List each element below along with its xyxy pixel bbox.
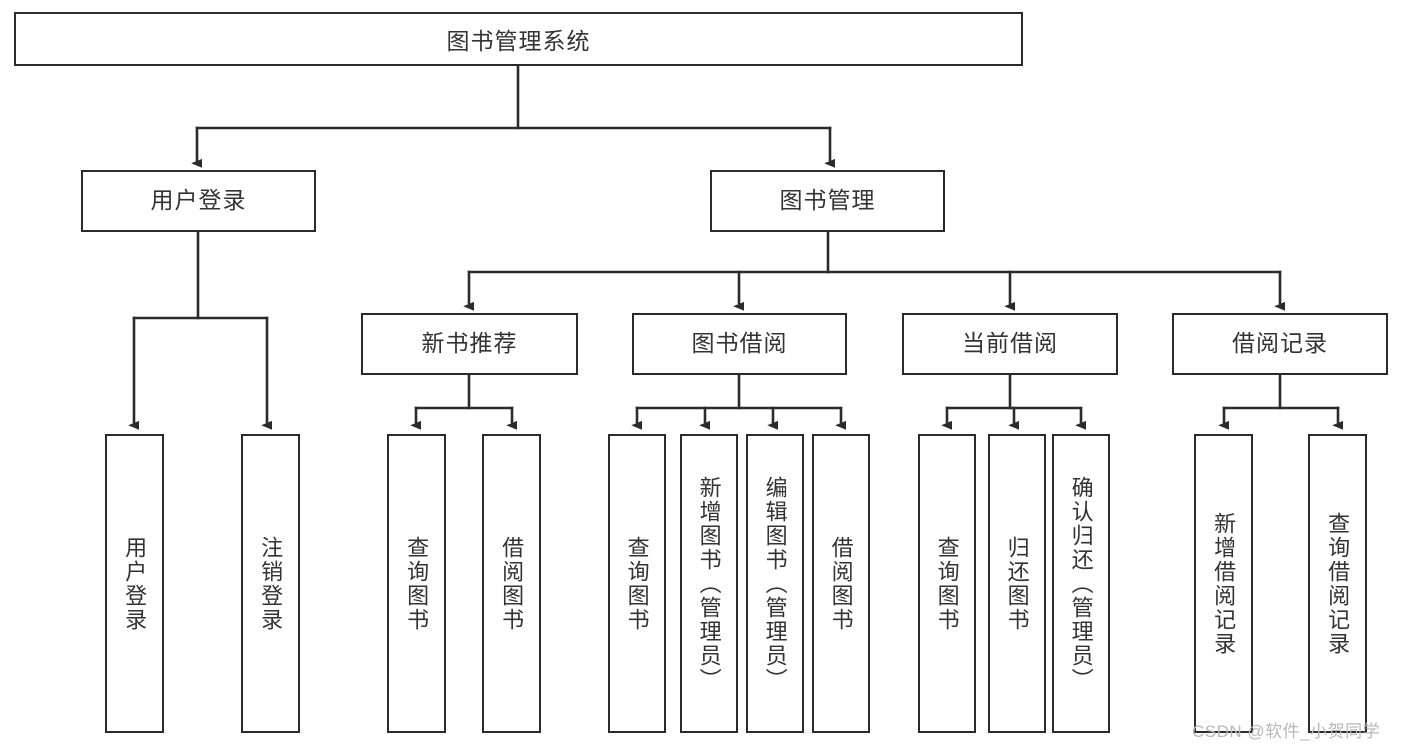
node-label: 图书管理系统	[446, 28, 591, 54]
node-leaf-logout-login[interactable]: 注销登录	[241, 434, 300, 733]
node-new-book-recommend[interactable]: 新书推荐	[361, 313, 578, 375]
node-label: 图书借阅	[691, 330, 788, 357]
node-label: 借阅图书	[499, 535, 525, 632]
node-leaf-add-book[interactable]: 新增图书（管理员）	[680, 434, 738, 733]
node-label: 查询借阅记录	[1325, 511, 1351, 656]
node-label: 编辑图书（管理员）	[762, 475, 788, 692]
node-label: 用户登录	[122, 535, 148, 632]
node-label: 查询图书	[624, 535, 650, 632]
node-leaf-user-login[interactable]: 用户登录	[105, 434, 164, 733]
node-label: 查询图书	[404, 535, 430, 632]
node-label: 注销登录	[258, 535, 284, 632]
node-leaf-query-record[interactable]: 查询借阅记录	[1308, 434, 1367, 733]
node-leaf-query-book-3[interactable]: 查询图书	[918, 434, 976, 733]
node-leaf-return-book[interactable]: 归还图书	[988, 434, 1046, 733]
node-leaf-query-book-2[interactable]: 查询图书	[608, 434, 666, 733]
node-label: 确认归还（管理员）	[1068, 475, 1094, 692]
node-root-book-management-system[interactable]: 图书管理系统	[14, 12, 1023, 66]
node-current-borrow[interactable]: 当前借阅	[902, 313, 1118, 375]
node-label: 查询图书	[934, 535, 960, 632]
node-leaf-add-record[interactable]: 新增借阅记录	[1194, 434, 1253, 733]
node-label: 借阅记录	[1232, 330, 1328, 357]
node-book-management[interactable]: 图书管理	[710, 170, 945, 232]
node-label: 新增图书（管理员）	[696, 475, 722, 692]
node-leaf-edit-book[interactable]: 编辑图书（管理员）	[746, 434, 804, 733]
node-leaf-query-book-1[interactable]: 查询图书	[387, 434, 446, 733]
csdn-watermark: CSDN @软件_小贺同学	[1192, 722, 1381, 741]
node-user-login[interactable]: 用户登录	[81, 170, 316, 232]
node-label: 新书推荐	[421, 330, 518, 357]
node-label: 当前借阅	[962, 330, 1058, 357]
node-leaf-borrow-book-2[interactable]: 借阅图书	[812, 434, 870, 733]
node-label: 用户登录	[150, 187, 247, 214]
node-leaf-confirm-return[interactable]: 确认归还（管理员）	[1052, 434, 1110, 733]
node-borrow-record[interactable]: 借阅记录	[1172, 313, 1388, 375]
node-label: 归还图书	[1004, 535, 1030, 632]
node-label: 图书管理	[779, 187, 876, 214]
node-leaf-borrow-book-1[interactable]: 借阅图书	[482, 434, 541, 733]
node-book-borrow[interactable]: 图书借阅	[632, 313, 847, 375]
node-label: 新增借阅记录	[1211, 511, 1237, 656]
node-label: 借阅图书	[828, 535, 854, 632]
